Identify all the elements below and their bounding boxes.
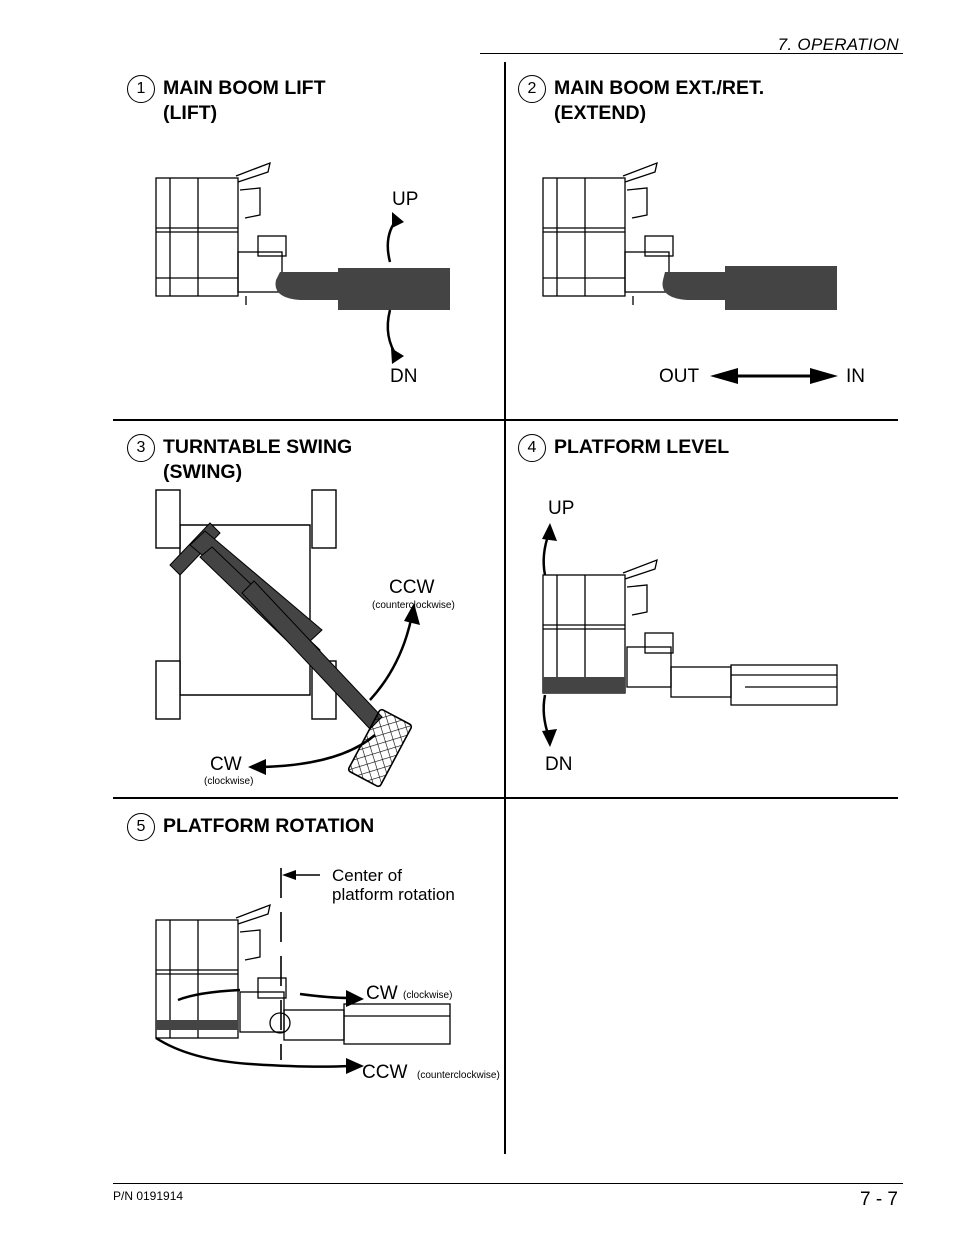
swing-ccw-label: CCW xyxy=(389,577,435,598)
lift-down-label: DN xyxy=(390,366,418,387)
panel-1-title: MAIN BOOM LIFT (LIFT) xyxy=(163,76,325,126)
center-divider xyxy=(504,62,506,1154)
panel-3-title: TURNTABLE SWING (SWING) xyxy=(163,435,352,485)
boom-extend-illustration xyxy=(542,161,837,310)
panel-1-title-line1: MAIN BOOM LIFT xyxy=(163,77,326,99)
panel-1-number: 1 xyxy=(127,75,155,103)
rotation-center-label: Center of platform rotation xyxy=(332,866,455,904)
panel-5-number: 5 xyxy=(127,813,155,841)
level-up-label: UP xyxy=(548,498,575,519)
boom-lift-illustration xyxy=(155,161,450,310)
lift-up-label: UP xyxy=(392,189,419,210)
level-down-label: DN xyxy=(545,754,573,775)
extend-out-label: OUT xyxy=(659,366,700,387)
panel-4-title: PLATFORM LEVEL xyxy=(554,435,729,460)
section-header: 7. OPERATION xyxy=(777,35,899,54)
rotation-ccw-label: CCW xyxy=(362,1062,408,1083)
row-divider-1 xyxy=(113,419,898,421)
rotation-cw-label: CW xyxy=(366,983,398,1004)
header-rule xyxy=(480,53,903,54)
level-arrows xyxy=(542,523,557,747)
panel-4-number: 4 xyxy=(518,434,546,462)
panel-3-title-line2: (SWING) xyxy=(163,461,243,483)
rotation-cw-full-label: (clockwise) xyxy=(403,990,453,1001)
lift-arrows xyxy=(386,212,404,364)
panel-2-title: MAIN BOOM EXT./RET. (EXTEND) xyxy=(554,76,764,126)
panel-5-title: PLATFORM ROTATION xyxy=(163,814,374,839)
part-number: P/N 0191914 xyxy=(113,1189,184,1203)
panel-1-title-line2: (LIFT) xyxy=(163,102,218,124)
panel-3-number: 3 xyxy=(127,434,155,462)
panel-3-title-line1: TURNTABLE SWING xyxy=(163,436,353,458)
swing-cw-label: CW xyxy=(210,754,242,775)
row-divider-2 xyxy=(113,797,898,799)
extend-in-label: IN xyxy=(846,366,865,387)
panel-5-title-line1: PLATFORM ROTATION xyxy=(163,815,375,837)
rotation-center-line2: platform rotation xyxy=(332,885,455,904)
platform-level-illustration xyxy=(542,558,838,706)
out-in-arrow xyxy=(710,368,838,384)
rotation-ccw-full-label: (counterclockwise) xyxy=(417,1070,500,1081)
footer-rule xyxy=(113,1183,903,1184)
platform-rotation-illustration xyxy=(155,868,451,1060)
panel-4-title-line1: PLATFORM LEVEL xyxy=(554,436,730,458)
rotation-center-line1: Center of xyxy=(332,866,402,885)
swing-ccw-full-label: (counterclockwise) xyxy=(372,600,455,611)
swing-cw-full-label: (clockwise) xyxy=(204,776,254,787)
panel-2-number: 2 xyxy=(518,75,546,103)
page-number: 7 - 7 xyxy=(859,1189,898,1210)
turntable-swing-illustration xyxy=(155,489,420,788)
rotation-arrows xyxy=(155,870,364,1074)
panel-2-title-line1: MAIN BOOM EXT./RET. xyxy=(554,77,765,99)
panel-2-title-line2: (EXTEND) xyxy=(554,102,647,124)
